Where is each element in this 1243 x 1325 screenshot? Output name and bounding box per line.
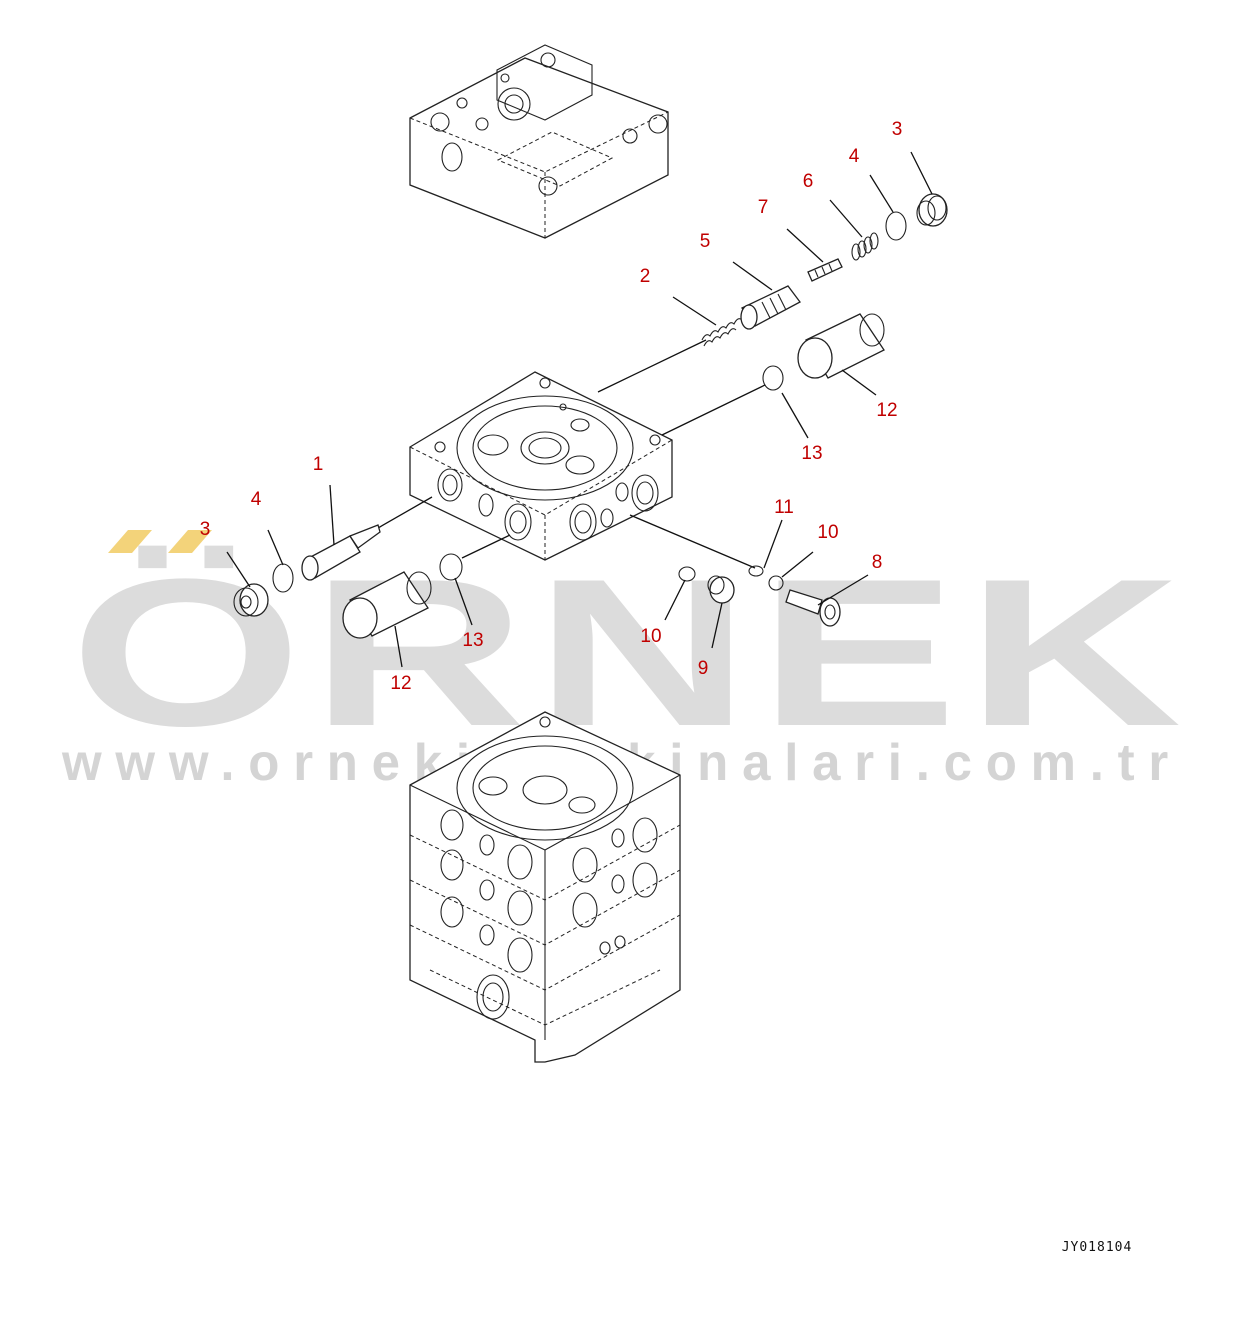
part-oring-4-top <box>885 211 907 241</box>
part-oring-10-right <box>768 575 784 591</box>
callout-6: 6 <box>803 171 814 192</box>
part-spring-2 <box>701 318 743 347</box>
callout-10-left: 10 <box>640 626 661 647</box>
callout-7: 7 <box>758 197 769 218</box>
callout-5: 5 <box>700 231 711 252</box>
watermark-umlaut-right <box>168 530 212 553</box>
middle-valve-section <box>409 371 673 561</box>
callouts: 1 2 3 3 4 4 5 6 7 8 9 10 10 11 12 12 13 … <box>200 119 903 694</box>
drawing-code: JY018104 <box>1062 1240 1133 1255</box>
callout-9: 9 <box>698 658 709 679</box>
part-oring-11 <box>748 565 764 577</box>
top-cover-block <box>409 44 669 239</box>
assembly-axis-lines <box>377 339 766 569</box>
part-oring-10-left <box>678 566 696 582</box>
part-plug-3-left <box>233 583 269 617</box>
callout-3-top: 3 <box>892 119 903 140</box>
callout-11: 11 <box>774 497 794 518</box>
part-relief-valve-12-top <box>797 313 885 379</box>
part-valve-8 <box>785 589 841 627</box>
part-oring-13-top <box>762 365 784 391</box>
callout-1: 1 <box>313 454 324 475</box>
callout-8: 8 <box>872 552 883 573</box>
callout-3-left: 3 <box>200 519 211 540</box>
part-relief-valve-12-left <box>342 571 432 639</box>
callout-12-top: 12 <box>876 400 897 421</box>
callout-10-right: 10 <box>817 522 838 543</box>
part-spring-7 <box>807 258 843 282</box>
part-plug-3-top <box>916 193 948 227</box>
watermark-brand: ÖRNEK <box>70 535 1190 770</box>
callout-13-left: 13 <box>462 630 483 651</box>
callout-13-top: 13 <box>801 443 822 464</box>
callout-12-left: 12 <box>390 673 411 694</box>
watermark: ÖRNEK www.ornekismakinalari.com.tr <box>61 530 1190 792</box>
part-spool-5 <box>740 285 801 330</box>
leader-lines <box>226 151 933 668</box>
part-oring-13-left <box>439 553 463 581</box>
watermark-umlaut-left <box>108 530 152 553</box>
callout-4-left: 4 <box>251 489 262 510</box>
bottom-valve-assembly <box>409 711 681 1063</box>
callout-2: 2 <box>640 266 651 287</box>
part-spring-6 <box>851 232 879 261</box>
callout-4-top: 4 <box>849 146 860 167</box>
part-spool-1 <box>301 524 381 581</box>
